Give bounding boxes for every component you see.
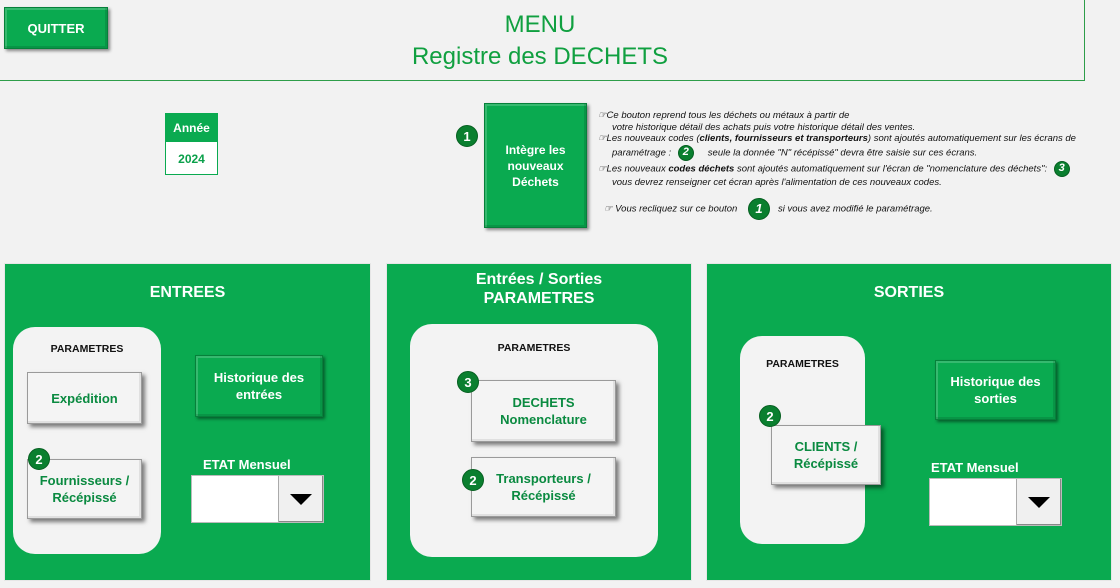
parametres-panel: Entrées / Sorties PARAMETRES PARAMETRES … <box>386 263 692 581</box>
hand-pointer-icon: ☞ <box>598 163 607 175</box>
year-box: Année 2024 <box>165 113 218 175</box>
step-badge-2-inline: 2 <box>677 144 694 161</box>
entrees-etat-value <box>192 476 278 522</box>
historique-sorties-button[interactable]: Historique des sorties <box>935 360 1056 420</box>
parametres-params-label: PARAMETRES <box>497 342 571 354</box>
step-badge-1-inline: 1 <box>747 198 770 220</box>
entrees-params-box: PARAMETRES <box>13 327 161 554</box>
sorties-params-label: PARAMETRES <box>766 358 839 370</box>
page-subtitle: Registre des DECHETS <box>411 43 669 70</box>
parametres-title: Entrées / Sorties PARAMETRES <box>475 271 603 307</box>
sorties-etat-label: ETAT Mensuel <box>931 460 1019 475</box>
year-label: Année <box>166 114 217 142</box>
integrate-waste-button[interactable]: Intègre les nouveaux Déchets <box>484 103 587 228</box>
hand-pointer-icon: ☞ <box>598 110 607 121</box>
dropdown-arrow-icon[interactable] <box>1016 479 1061 525</box>
year-value[interactable]: 2024 <box>178 151 205 166</box>
header-box <box>0 0 1085 81</box>
clients-button[interactable]: CLIENTS / Récépissé <box>771 425 881 485</box>
step-badge-2c: 2 <box>759 405 781 427</box>
entrees-panel: ENTREES PARAMETRES Expédition Fournisseu… <box>4 263 371 581</box>
expedition-button[interactable]: Expédition <box>27 372 142 424</box>
sorties-title: SORTIES <box>873 284 945 301</box>
entrees-title: ENTREES <box>149 284 226 301</box>
hand-pointer-icon: ☞ <box>604 203 613 215</box>
integrate-waste-label: Intègre les nouveaux Déchets <box>505 142 566 189</box>
step-badge-1: 1 <box>456 125 478 147</box>
step-badge-3-inline: 3 <box>1053 160 1070 177</box>
entrees-etat-select[interactable] <box>191 475 324 523</box>
sorties-etat-select[interactable] <box>929 478 1062 526</box>
step-badge-2: 2 <box>28 448 50 470</box>
dechets-label: DECHETS <box>512 395 575 410</box>
nomenclature-label: Nomenclature <box>500 412 587 427</box>
transporteurs-button[interactable]: Transporteurs / Récépissé <box>471 457 616 517</box>
help-notes: ☞Ce bouton reprend tous les déchets ou m… <box>598 110 1076 220</box>
entrees-etat-label: ETAT Mensuel <box>203 457 291 472</box>
entrees-params-label: PARAMETRES <box>50 343 124 355</box>
sorties-etat-value <box>930 479 1016 525</box>
step-badge-3: 3 <box>457 371 479 393</box>
dechets-nomenclature-button[interactable]: DECHETS Nomenclature <box>471 380 616 442</box>
quit-button[interactable]: QUITTER <box>4 7 108 49</box>
hand-pointer-icon: ☞ <box>598 133 607 144</box>
step-badge-2b: 2 <box>462 469 484 491</box>
page-title: MENU <box>504 11 576 38</box>
historique-entrees-button[interactable]: Historique des entrées <box>195 355 323 417</box>
fournisseurs-button[interactable]: Fournisseurs / Récépissé <box>27 459 142 519</box>
dropdown-arrow-icon[interactable] <box>278 476 323 522</box>
sorties-panel: SORTIES PARAMETRES CLIENTS / Récépissé 2… <box>706 263 1112 581</box>
